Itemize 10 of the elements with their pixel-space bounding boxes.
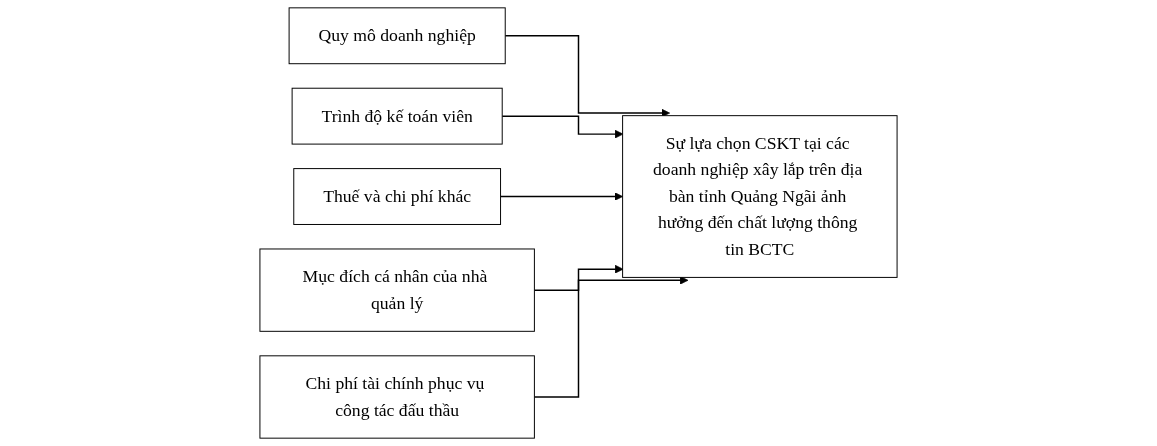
node-box: Mục đích cá nhân của nhà quản lý — [259, 248, 535, 332]
node-box: Thuế và chi phí khác — [293, 168, 502, 225]
node-box: Quy mô doanh nghiệp — [288, 7, 506, 65]
arrow — [533, 264, 624, 291]
arrow — [533, 276, 689, 398]
arrow — [501, 115, 624, 139]
node-box: Sự lựa chọn CSKT tại các doanh nghiệp xây lắp trên địa bàn tỉnh Quảng Ngãi ảnh hưởng đến chất lượng thông tin BCTC — [622, 115, 898, 278]
node-box: Chi phí tài chính phục vụ công tác đấu thầu — [259, 355, 535, 439]
arrow — [499, 192, 623, 201]
node-box: Trình độ kế toán viên — [291, 87, 503, 145]
